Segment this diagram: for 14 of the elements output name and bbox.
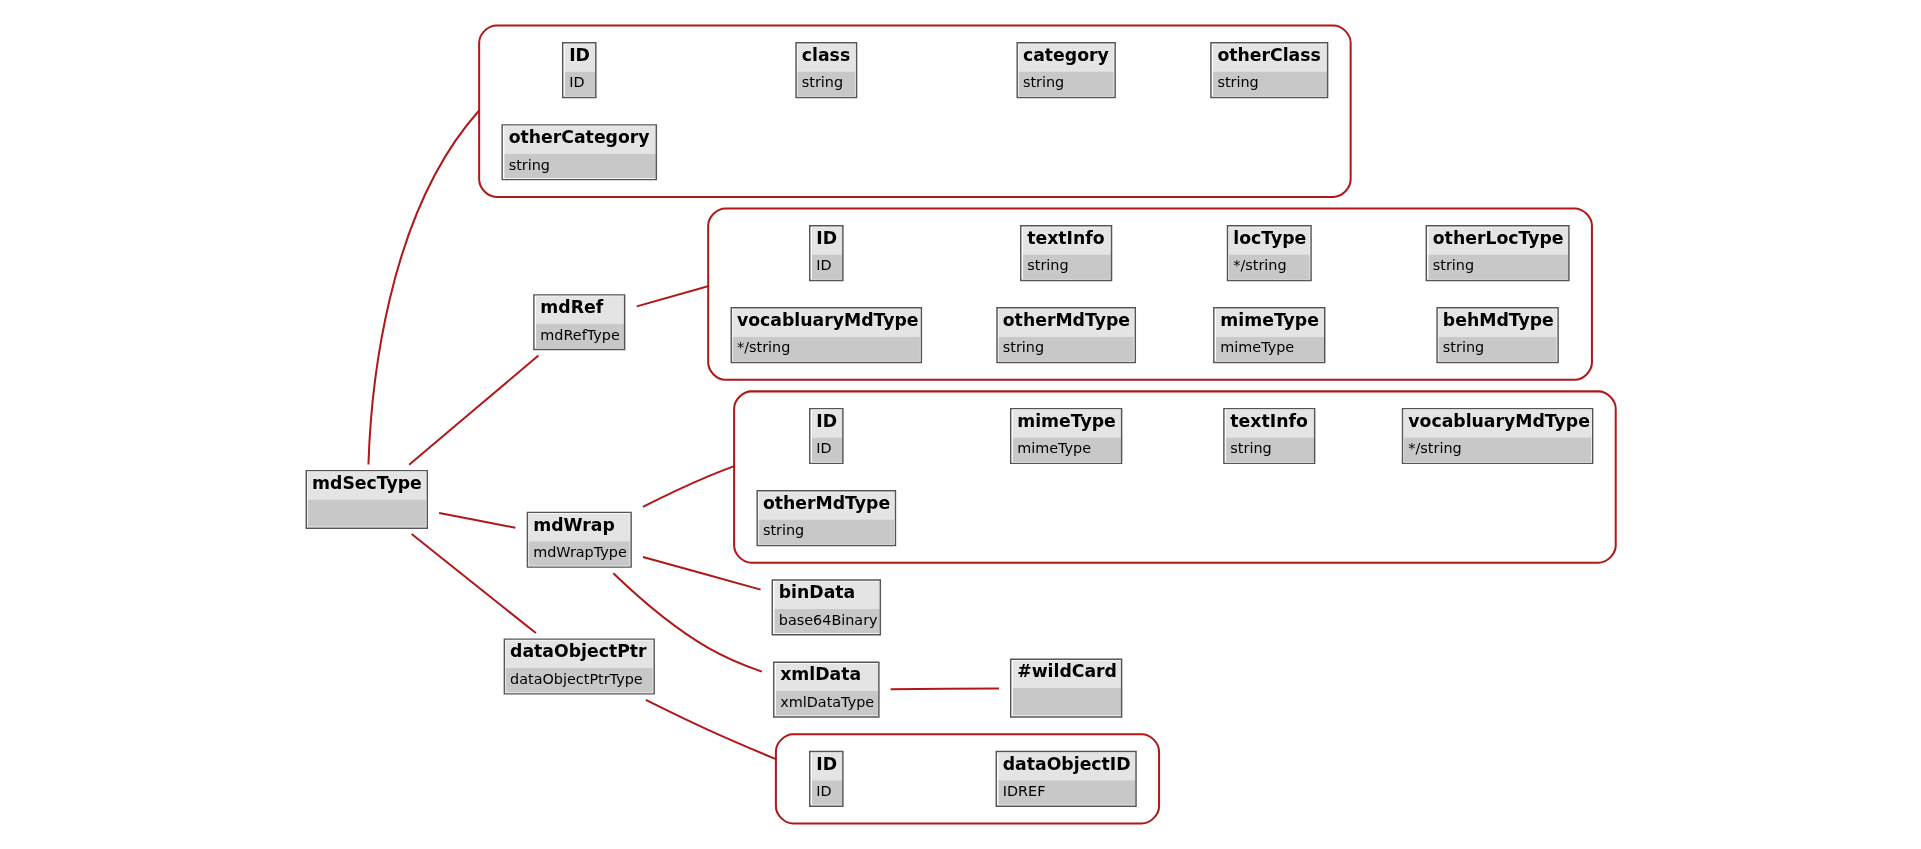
connector bbox=[410, 533, 536, 634]
connector bbox=[366, 109, 480, 465]
connector bbox=[641, 465, 734, 508]
connector bbox=[612, 572, 762, 673]
connector bbox=[408, 354, 539, 466]
cluster bbox=[477, 24, 1352, 198]
cluster bbox=[706, 207, 1593, 381]
connector bbox=[635, 285, 708, 308]
cluster bbox=[774, 733, 1160, 825]
connector bbox=[642, 556, 761, 591]
connector bbox=[890, 687, 999, 691]
connector bbox=[644, 698, 776, 761]
cluster bbox=[732, 390, 1617, 564]
connector bbox=[438, 512, 516, 529]
